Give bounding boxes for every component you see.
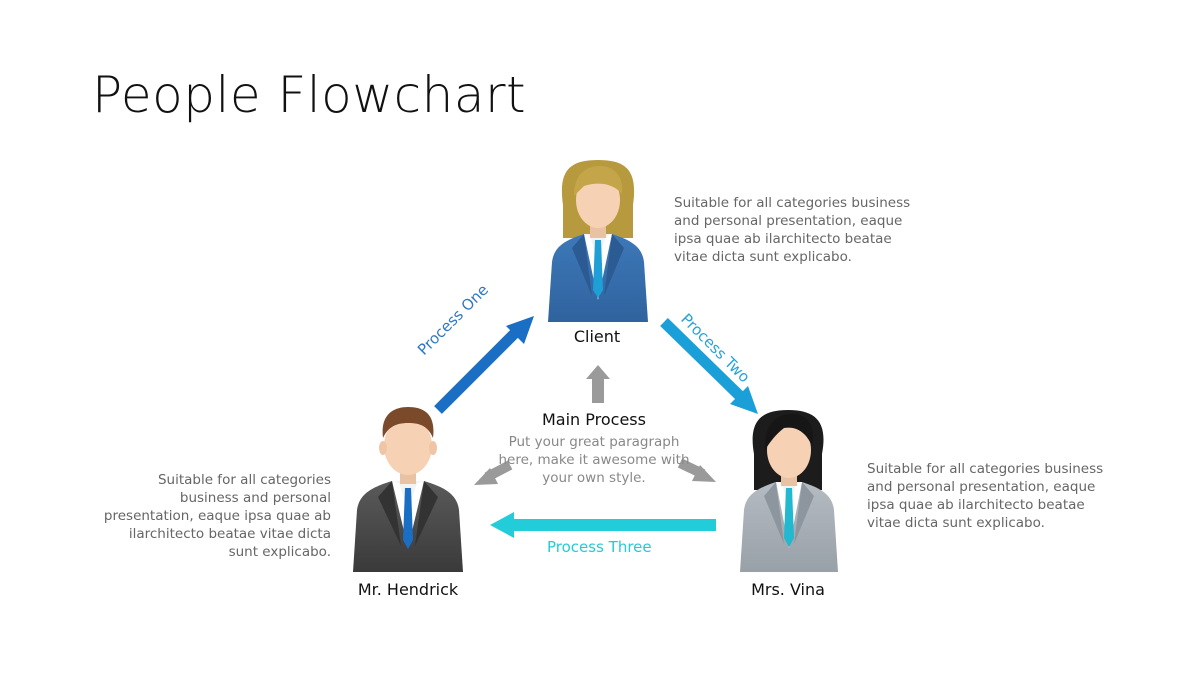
center-arrow-up <box>586 365 610 403</box>
center-arrow-right <box>677 458 716 482</box>
hendrick-description: Suitable for all categories business and… <box>103 472 331 560</box>
vina-avatar <box>740 410 838 572</box>
process-three-arrow <box>490 512 716 538</box>
process-three-label: Process Three <box>547 538 652 556</box>
client-description: Suitable for all categories business and… <box>674 195 911 265</box>
client-name: Client <box>573 327 621 346</box>
main-process-paragraph: Put your great paragraph here, make it a… <box>498 434 690 486</box>
page-title: People Flowchart <box>92 66 527 124</box>
process-two-arrow <box>660 318 758 414</box>
vina-name: Mrs. Vina <box>751 580 825 599</box>
vina-description: Suitable for all categories business and… <box>867 461 1104 531</box>
center-arrow-left <box>474 460 513 485</box>
main-process-title: Main Process <box>542 410 646 429</box>
hendrick-avatar <box>353 407 463 572</box>
hendrick-name: Mr. Hendrick <box>357 580 459 599</box>
client-avatar <box>548 160 648 322</box>
process-one-arrow <box>434 316 534 414</box>
